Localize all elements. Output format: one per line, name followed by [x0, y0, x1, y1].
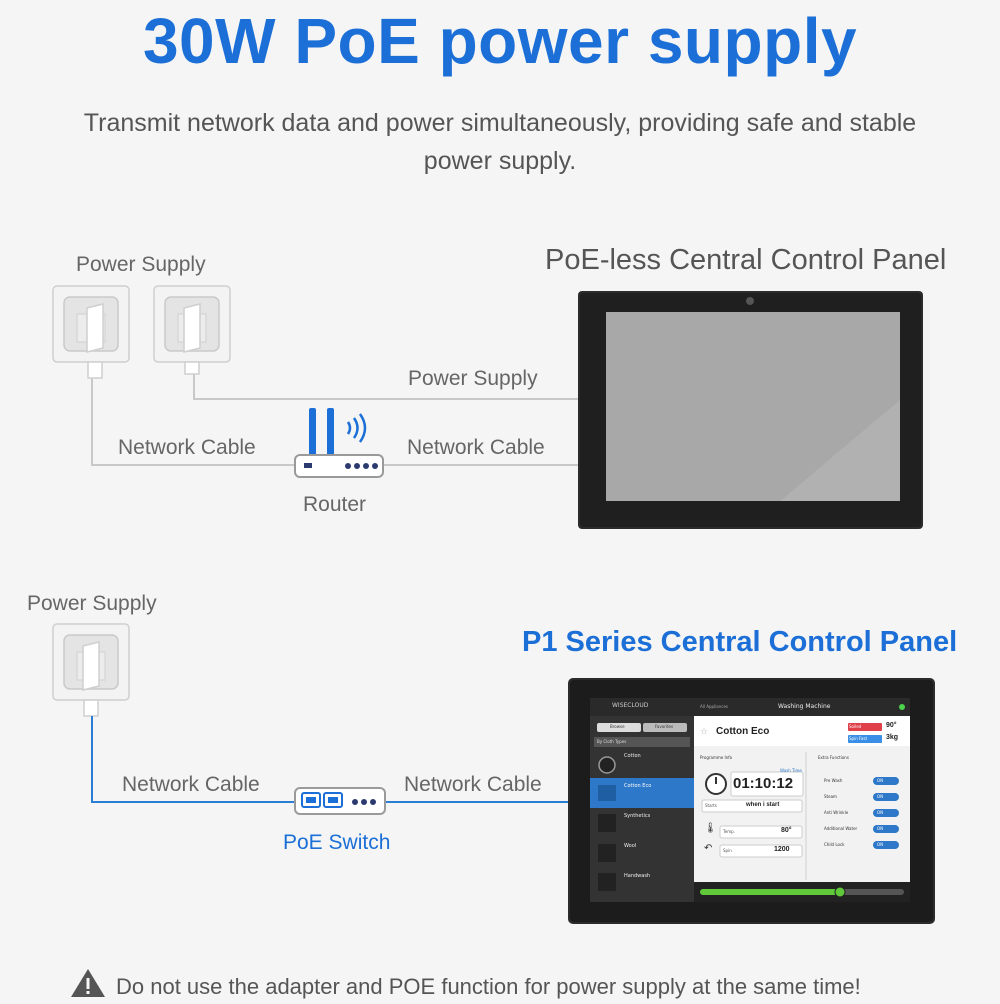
screen-program-item: Handwash — [624, 873, 651, 879]
p1-panel-device — [568, 678, 935, 924]
screen-programme-info-label: Programme Info — [700, 755, 733, 760]
bottom-connection-lines — [91, 716, 568, 803]
screen-wash-time-label: Wash Time — [780, 768, 802, 773]
screen-extra-function: Additional Water — [824, 826, 858, 831]
screen-load-value: 3kg — [886, 734, 899, 741]
screen-extra-function: Pre Wash — [824, 778, 843, 783]
socket-icon — [153, 285, 231, 375]
screen-extra-function: Steam — [824, 794, 837, 799]
router-icon — [294, 408, 384, 478]
warning-icon — [70, 968, 106, 1004]
screen-extra-function: Anti Wrinkle — [824, 810, 849, 815]
warning-message: Do not use the adapter and POE function … — [70, 968, 970, 1004]
screen-soiled-label: Soiled — [849, 724, 862, 729]
toggle-switches — [873, 777, 899, 849]
poe-switch-label: PoE Switch — [283, 831, 391, 854]
screen-brand: WISECLOUD — [612, 702, 649, 709]
router-label: Router — [303, 493, 367, 516]
screen-program-item: Synthetics — [624, 813, 651, 819]
screen-filter: By Cloth Types — [597, 739, 627, 744]
screen-program-item: Cotton Eco — [624, 783, 652, 789]
screen-toggle-label: ON — [877, 778, 884, 783]
top-right-cable-label: Network Cable — [407, 436, 545, 459]
spin-arrow-icon: ↶ — [704, 843, 713, 854]
warning-text: Do not use the adapter and POE function … — [116, 974, 861, 999]
screen-starts-value: when i start — [746, 802, 780, 808]
screen-nav: All Appliances — [700, 704, 728, 709]
screen-selected-program: Cotton Eco — [716, 726, 770, 737]
poe-switch-icon — [294, 787, 386, 815]
page-title: 30W PoE power supply — [142, 5, 858, 77]
poe-less-panel-device — [578, 291, 923, 529]
screen-temp-value: 80° — [781, 827, 792, 834]
screen-spin-label: Spin — [723, 848, 732, 853]
top-power-supply-label: Power Supply — [76, 253, 206, 276]
page-subtitle: Transmit network data and power simultan… — [83, 109, 917, 175]
screen-soiled-value: 90° — [886, 722, 897, 729]
socket-icon — [52, 623, 130, 717]
screen-starts-label: Starts — [705, 803, 717, 808]
screen-spin-value: 1200 — [774, 846, 790, 853]
screen-toggle-label: ON — [877, 794, 884, 799]
top-line-power-label: Power Supply — [408, 367, 538, 390]
screen-toggle-label: ON — [877, 842, 884, 847]
wash-progress-fill — [700, 889, 840, 895]
top-panel-title: PoE-less Central Control Panel — [545, 244, 947, 276]
bottom-left-cable-label: Network Cable — [122, 773, 260, 796]
top-power-line — [193, 372, 578, 400]
socket-icon — [52, 285, 130, 379]
screen-tab-browse: Browse — [610, 724, 625, 729]
bottom-power-supply-label: Power Supply — [27, 592, 157, 615]
screen-appliance: Washing Machine — [778, 703, 831, 710]
screen-tab-favorites: Favorites — [655, 724, 674, 729]
screen-wash-time: 01:10:12 — [733, 775, 794, 792]
bottom-right-cable-label: Network Cable — [404, 773, 542, 796]
screen-extra-function: Child Lock — [824, 842, 845, 847]
bottom-left-network-line — [91, 716, 295, 803]
screen-program-item: Wool — [624, 843, 637, 849]
top-left-network-line — [91, 378, 295, 466]
screen-temp-label: Temp. — [723, 829, 735, 834]
thermometer-icon: 🌡 — [704, 823, 717, 834]
screen-toggle-label: ON — [877, 826, 884, 831]
screen-toggle-label: ON — [877, 810, 884, 815]
screen-program-item: Cotton — [624, 753, 641, 759]
screen-spin-fast-label: Spin Fast — [849, 736, 868, 741]
screen-extra-functions-label: Extra Functions — [818, 755, 849, 760]
top-connection-lines — [91, 372, 578, 466]
screen-star-icon: ☆ — [700, 726, 709, 736]
top-left-cable-label: Network Cable — [118, 436, 256, 459]
bottom-panel-title: P1 Series Central Control Panel — [522, 626, 958, 658]
